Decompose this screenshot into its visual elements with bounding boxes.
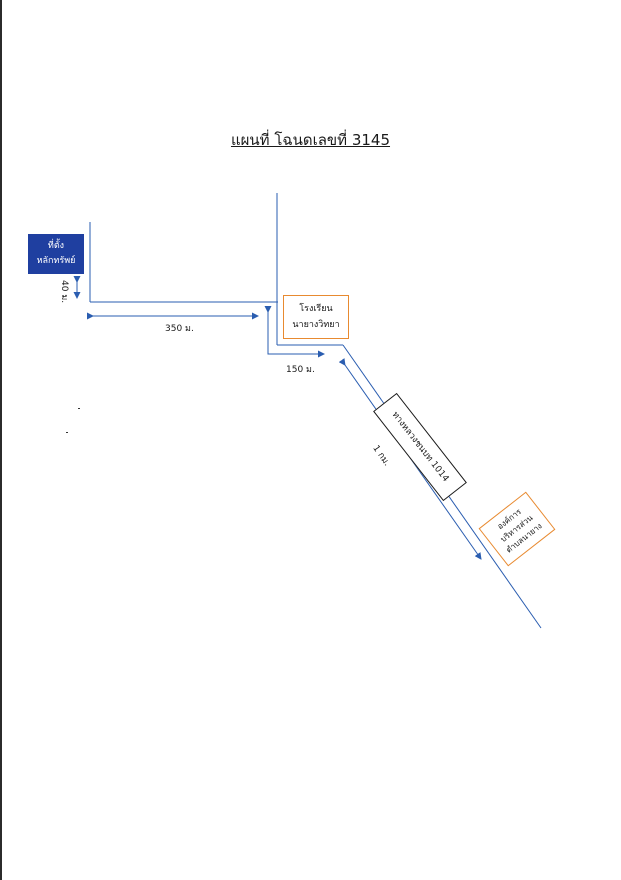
page-edge bbox=[0, 0, 2, 880]
distance-150-label: 150 ม. bbox=[286, 365, 315, 375]
distance-40-label: 40 ม. bbox=[59, 280, 69, 304]
scan-speck bbox=[78, 408, 80, 409]
scan-speck bbox=[66, 432, 68, 433]
school-line1: โรงเรียน bbox=[299, 304, 333, 314]
map-title: แผนที่ โฉนดเลขที่ 3145 bbox=[230, 131, 391, 149]
school-line2: นายางวิทยา bbox=[292, 320, 340, 330]
property-location-line1: ที่ตั้ง bbox=[47, 241, 65, 251]
property-location-line2: หลักทรัพย์ bbox=[36, 256, 76, 266]
school-box: โรงเรียน นายางวิทยา bbox=[283, 295, 349, 339]
distance-350-label: 350 ม. bbox=[165, 324, 194, 334]
property-location-box: ที่ตั้ง หลักทรัพย์ bbox=[28, 234, 84, 274]
dim-arrow-150 bbox=[264, 306, 325, 358]
